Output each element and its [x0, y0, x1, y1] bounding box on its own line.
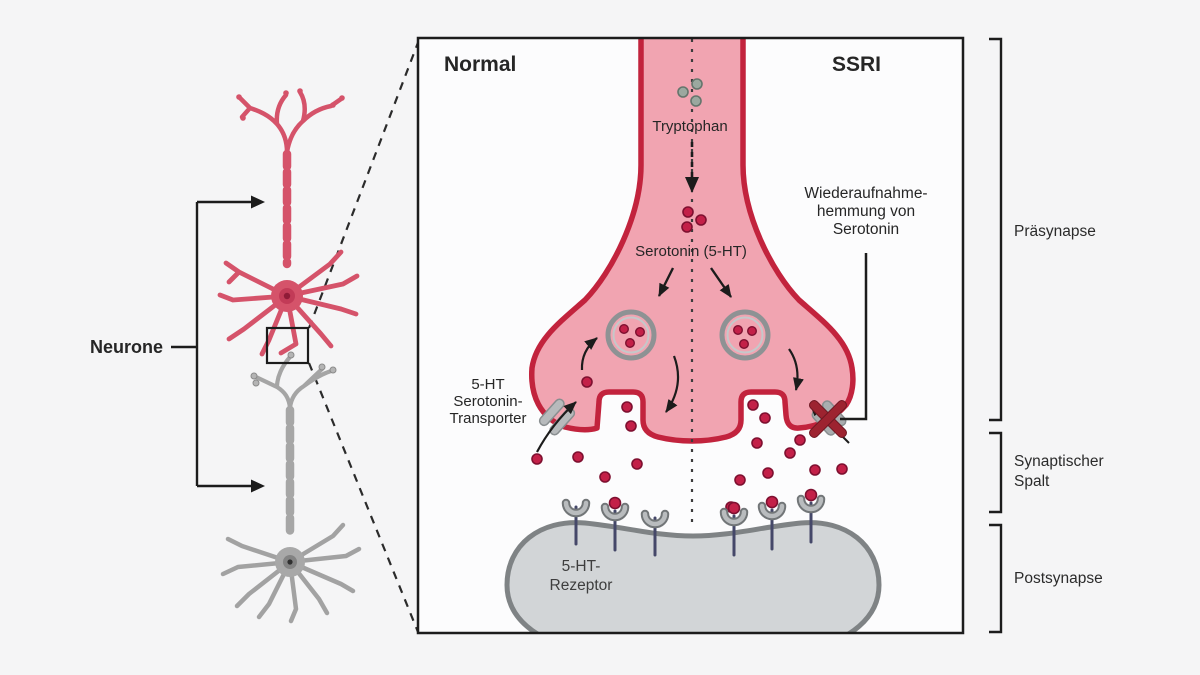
receptor-label-line2: Rezeptor [549, 576, 613, 594]
condition-label-normal: Normal [444, 53, 517, 76]
cleft-label-line2: Spalt [1014, 473, 1050, 490]
serotonin-to-vesicle-arrows [657, 267, 732, 298]
region-brackets [989, 37, 1003, 634]
receptor-row [561, 488, 826, 557]
reuptake-callout-line [840, 253, 868, 421]
cleft-label-line1: Synaptischer [1014, 453, 1104, 470]
arrow-up-neuron-icon [251, 195, 265, 209]
postsynaptic-cell [504, 520, 882, 632]
reuptake-label-line2: hemmung von [816, 203, 916, 220]
reuptake-inhibition-label: Wiederaufnahme- hemmung von Serotonin [804, 185, 927, 239]
receptor-cup-icon [561, 498, 591, 546]
conversion-arrow [685, 142, 699, 193]
neurone-pointer [171, 195, 265, 493]
synaptic-vesicle-left [605, 309, 657, 361]
gray-soma-dendrites [220, 522, 362, 624]
reuptake-arrow [536, 401, 577, 453]
receptor-cup-icon [640, 509, 670, 557]
postsynaptic-neuron-figure [220, 351, 362, 624]
region-label-synaptic-cleft: Synaptischer Spalt [1014, 452, 1104, 492]
gray-dendrite-knobs [250, 351, 337, 387]
reuptake-label-line3: Serotonin [832, 221, 900, 238]
receptor-cup-bound-icon [600, 496, 630, 552]
transporter-label-line3: Transporter [449, 410, 527, 427]
arrowhead-icon [685, 177, 699, 193]
gray-dendrite-tuft [253, 354, 334, 411]
bracket-postsynapse [989, 523, 1003, 634]
gray-nucleolus [287, 559, 293, 565]
detail-box-border [416, 36, 965, 635]
bracket-synaptic-cleft [989, 431, 1003, 514]
receptor-cup-bound-icon [719, 501, 749, 557]
region-label-presynapse: Präsynapse [1014, 223, 1096, 240]
transporter-label: 5-HT Serotonin- Transporter [450, 376, 527, 427]
serotonin-label: Serotonin (5-HT) [635, 243, 747, 260]
zoom-region-rectangle [265, 326, 310, 365]
bracket-presynapse [989, 37, 1003, 422]
blocked-transporter-x-icon [809, 400, 850, 444]
serotonin-dot-terminal [581, 376, 593, 388]
condition-label-ssri: SSRI [832, 53, 882, 76]
terminal-flow-arrows [580, 337, 804, 413]
synaptic-vesicle-right [719, 309, 771, 361]
tryptophan-label: Tryptophan [652, 118, 728, 135]
pink-nucleolus [283, 292, 291, 300]
pink-soma-dendrites [217, 249, 360, 357]
transporter-label-line2: Serotonin- [453, 393, 523, 410]
receptor-cup-bound-icon [796, 488, 826, 544]
arrow-down-neuron-icon [251, 479, 265, 493]
presynaptic-neuron-figure [217, 88, 360, 357]
receptor-label-line1: 5-HT- [561, 558, 601, 575]
transporter-label-line1: 5-HT [471, 376, 505, 393]
receptor-label: 5-HT- Rezeptor [550, 558, 613, 595]
neurone-label: Neurone [90, 337, 164, 357]
reuptake-label-line1: Wiederaufnahme- [804, 185, 928, 202]
serotonin-dots-shaft [681, 206, 707, 233]
cleft-dots-ssri [725, 399, 848, 513]
pink-dendrite-tuft [237, 89, 344, 155]
zoom-connector-lines [307, 39, 421, 633]
tryptophan-dots [677, 78, 703, 107]
pink-dendrite-knobs [236, 88, 345, 121]
cleft-dots-normal [531, 401, 643, 483]
transporter-channel-icon [536, 398, 577, 453]
region-label-postsynapse: Postsynapse [1014, 570, 1103, 587]
receptor-cup-bound-icon [757, 495, 787, 551]
